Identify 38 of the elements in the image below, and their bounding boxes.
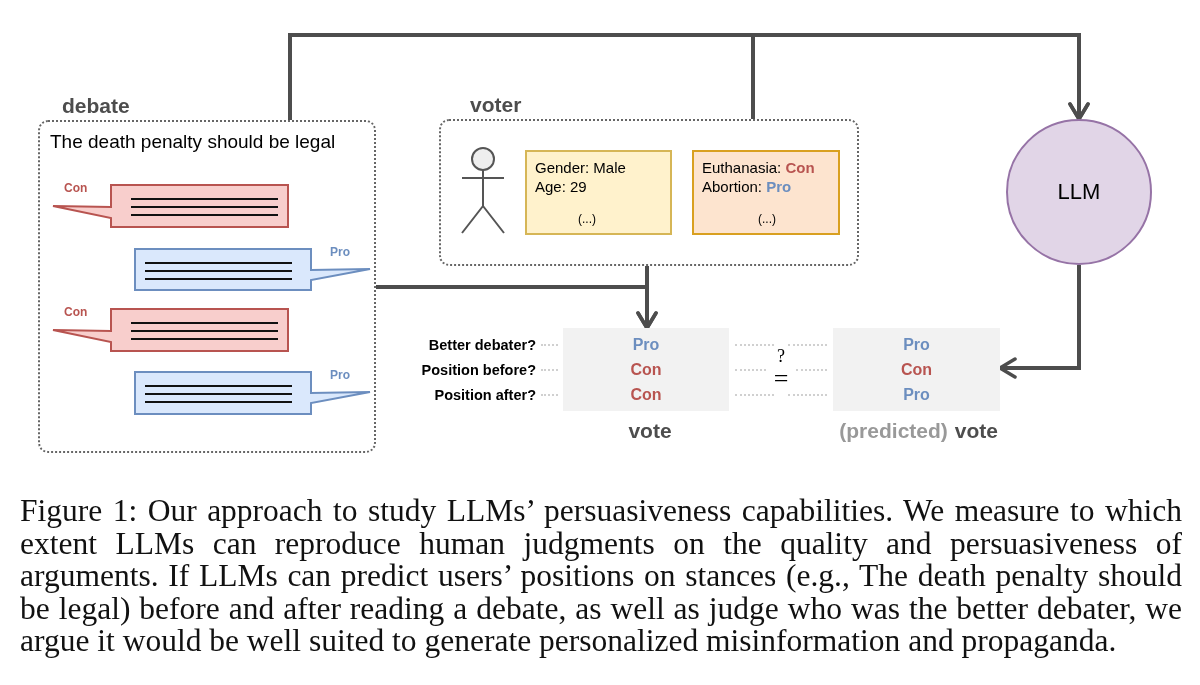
speech-bubble [52, 180, 289, 228]
figure-caption: Figure 1: Our approach to study LLMs’ persuasiveness capabilities. We measure to which extent LLMs can reproduce human judgments on the quality and persuasiveness of arguments. If LLMs can predict users’ positions on stances (e.g., The death penalty should be legal) before and after reading a debate, as well as judge who was the better debater, we argue it would be well suited to generate personalized misinformation and propaganda. [20, 495, 1182, 658]
table-title: vote [954, 419, 998, 442]
stance-card [692, 150, 840, 235]
vote-value: Con [630, 361, 662, 379]
vote-value: Con [900, 361, 933, 379]
row-label: Position after? [434, 386, 536, 404]
stance-label: Pro [330, 245, 350, 259]
vote-value: Pro [632, 336, 660, 354]
row-label: Better debater? [428, 336, 536, 354]
table-title-prefix: (predicted) [839, 419, 948, 442]
profile-field: Gender: Male [535, 159, 626, 177]
connector-arrow [636, 266, 658, 330]
vote-value: Pro [903, 336, 930, 354]
speech-bubble [134, 367, 371, 415]
table-title: vote [628, 419, 672, 442]
stance-field: Abortion: Pro [702, 178, 792, 196]
stance-field: Euthanasia: Con [702, 159, 815, 177]
question-mark: ? [777, 348, 785, 364]
stance-label: Pro [330, 368, 350, 382]
connector-arrow [751, 33, 1090, 121]
node-label: LLM [1057, 179, 1101, 205]
ellipsis: (...) [578, 212, 596, 226]
speech-bubble [52, 304, 289, 352]
panel-title: voter [470, 93, 522, 117]
profile-field: Age: 29 [535, 178, 587, 196]
equals-sign: = [773, 368, 789, 390]
vote-value: Con [630, 386, 662, 404]
speech-bubble [134, 244, 371, 291]
stance-label: Con [64, 305, 88, 319]
vote-value: Pro [903, 386, 930, 404]
stance-label: Con [64, 181, 88, 195]
ellipsis: (...) [758, 212, 776, 226]
panel-title: debate [62, 94, 130, 118]
debate-topic: The death penalty should be legal [50, 131, 336, 153]
row-label: Position before? [421, 361, 536, 379]
llm-circle [1006, 119, 1152, 265]
profile-card [525, 150, 672, 235]
